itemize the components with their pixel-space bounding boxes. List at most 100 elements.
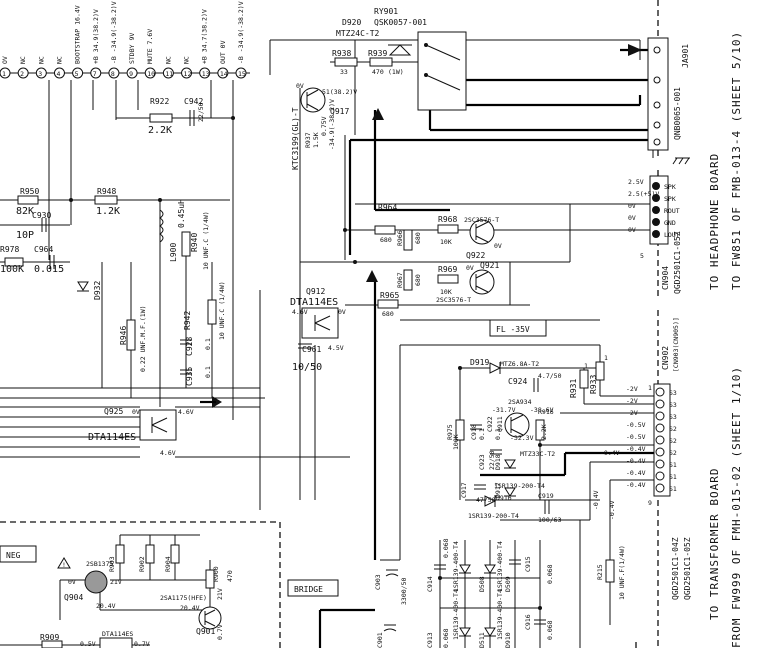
cn902-pin [655,411,665,421]
q917-v1: 0V [296,82,304,90]
ground-icon [672,157,690,165]
cn902-pin-name: S3 [669,401,677,409]
top-pin-label: NC [164,56,172,64]
cn902-pin [655,471,665,481]
cn904-pin-name: GND [664,219,676,227]
cn902-pin-name: S2 [669,425,677,433]
cn904-pin-voltage: 0V [628,226,636,234]
top-pin-11 [199,67,211,79]
r978-ref: R978 [0,245,19,254]
r931-val: 1 [584,362,588,370]
r938-ref: R938 [332,49,351,58]
cn904-pin-name: ROUT [664,207,680,215]
c917-ref: C917 [460,482,468,498]
c942-val: 22/50 [197,102,205,122]
top-pin-label: +B 34.9(38.2)V [92,9,100,64]
q904-part: 2SB1375 [86,560,113,568]
d511-symbol [459,627,471,637]
q904-v3: 20.4V [96,602,116,610]
r904-symbol [170,544,180,564]
r909-symbol [41,640,63,648]
r900-symbol [205,569,215,589]
cn902-pin-voltage: -2V [626,409,638,417]
side-transformer: TO TRANSFORMER BOARD [708,468,721,620]
r946-ref: R946 [119,326,128,345]
q912-ref: Q912 [306,287,325,296]
r948-val: 1.2K [96,206,120,217]
r931-symbol [579,369,589,389]
r975-ref: R975 [446,424,454,440]
c930-val: 10P [16,230,34,241]
r964-ref: R964 [378,203,397,212]
side-headphone-sub: TO FW851 OF FMB-013-4 (SHEET 5/10) [730,31,743,290]
r965-ref: R965 [380,291,399,300]
r933-val: 1 [604,354,608,362]
cn902-part1: QGD2501C1-04Z [671,537,680,600]
c901-ref: C901 [376,632,384,648]
cn902-pin-voltage: -0.5V [626,421,646,429]
fl-box [489,319,547,337]
cn902-pin-name: S2 [669,437,677,445]
c916-val: 0.068 [546,620,554,640]
d916-ref: D916 [496,494,512,502]
d932-symbol [77,281,89,291]
top-pin-2 [35,67,47,79]
l900-symbol [159,209,164,243]
r922-ref: R922 [150,97,169,106]
r940-val: 10 UNF.C (1/4W) [202,211,210,270]
r215-ref: R215 [596,564,604,580]
cn902-part2: QGD2501C1-05Z [683,537,692,600]
cn902-pin-voltage: -0.5V [626,433,646,441]
top-pin-num: 3 [38,70,42,78]
top-pin-num: 15 [238,70,246,78]
bridge-box [287,579,339,597]
r916-ref: R916 [538,408,554,416]
q925-v3: 4.6V [160,449,176,457]
top-pin-9 [162,67,174,79]
cn904-pin [652,218,660,226]
top-pin-4 [72,67,84,79]
c928-val: 0.1 [204,338,212,350]
q912-v3: 4.5V [328,344,344,352]
d918-part: MTZ33C-T2 [520,450,555,458]
wiring [0,39,660,648]
cn904-pin [652,182,660,190]
r939-val: 470 [372,68,384,76]
d917-ref: D917 [494,482,502,498]
cn902-pin [655,423,665,433]
d919-ref: D919 [470,358,489,367]
r909-ref: R909 [40,633,59,642]
d508-ref: D508 [478,576,486,592]
d508-symbol [459,564,471,574]
r933-symbol [595,361,605,381]
r965-symbol [377,299,399,309]
neg-box [0,545,37,563]
cn904-num: 5 [640,252,644,260]
top-pin-label: NC [55,56,63,64]
r938-val: 33 [340,68,348,76]
arrow-right-2 [628,44,642,56]
cn904-pin-name: SPK [664,195,676,203]
top-pin-3 [53,67,65,79]
d919-symbol [489,362,502,374]
top-pin-num: 1 [2,70,6,78]
q912-symbol [301,307,339,339]
q901-v3: 0.7V [216,624,224,640]
c961-val: 10/50 [292,362,322,373]
q904-symbol [84,570,108,594]
neg-label: NEG [6,551,21,560]
cn902-pin-voltage: -2V [626,397,638,405]
c922-ref: C922 [486,416,494,432]
r964-symbol [374,225,396,235]
r937-ref: R937 [304,132,312,148]
cn904-pin-voltage: 0V [628,214,636,222]
r922-symbol [149,113,173,123]
r940-ref: R940 [190,233,199,252]
cn902-v-extra-1: -0.4V [600,449,620,457]
cn902-pin [655,435,665,445]
l900-ref: L900 [169,243,178,262]
cn902-pin-voltage: -0.4V [626,457,646,465]
c917-val: 47/50 [476,496,496,504]
